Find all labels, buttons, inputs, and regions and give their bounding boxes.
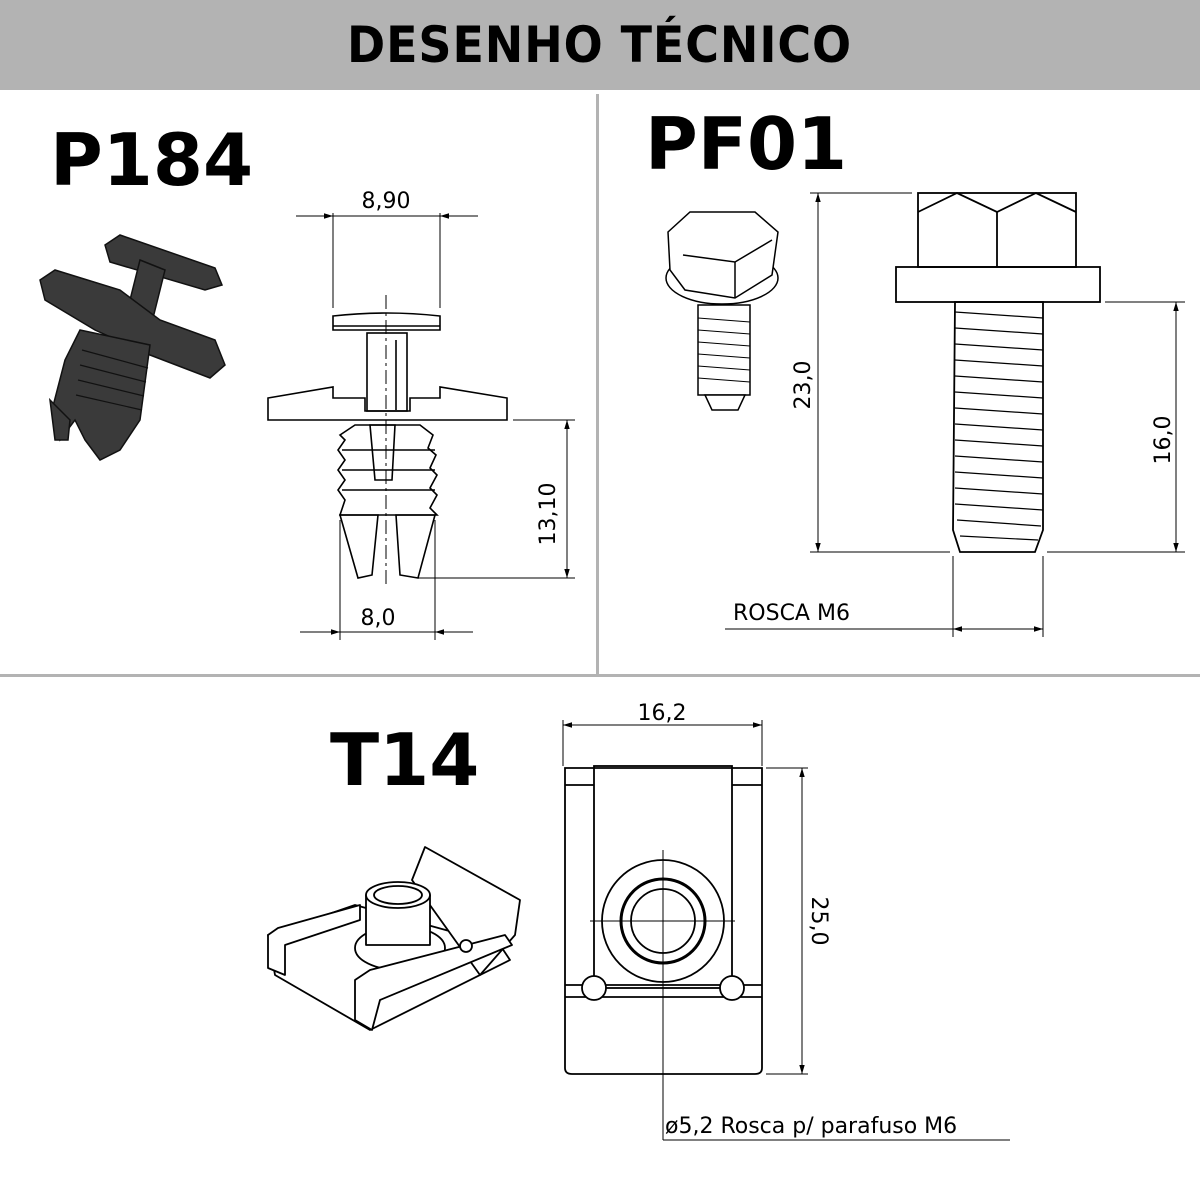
part-code-p184: P184 <box>50 118 254 202</box>
pf01-thread-length: 16,0 <box>1151 416 1176 465</box>
pf01-thread-label: ROSCA M6 <box>733 601 850 626</box>
p184-3d-render <box>39 234 226 461</box>
t14-3d-render <box>267 846 521 1031</box>
t14-width: 16,2 <box>638 701 687 726</box>
p184-head-width: 8,90 <box>362 189 411 214</box>
t14-hole-note: ø5,2 Rosca p/ parafuso M6 <box>665 1114 957 1139</box>
p184-body-width: 8,0 <box>361 606 396 631</box>
p184-dimensions <box>296 213 575 640</box>
t14-height: 25,0 <box>806 897 831 946</box>
pf01-3d-render <box>665 211 779 411</box>
pf01-dimensions <box>725 192 1185 637</box>
part-code-t14: T14 <box>330 718 480 802</box>
horizontal-divider <box>0 674 1200 677</box>
page-title: DESENHO TÉCNICO <box>347 16 853 74</box>
header-banner: DESENHO TÉCNICO <box>0 0 1200 90</box>
pf01-drawing <box>895 192 1101 553</box>
p184-drawing <box>267 312 508 579</box>
part-code-pf01: PF01 <box>645 102 848 186</box>
p184-body-length: 13,10 <box>536 483 561 546</box>
vertical-divider <box>596 94 599 676</box>
t14-dimensions <box>562 720 808 1075</box>
pf01-total-length: 23,0 <box>791 361 816 410</box>
